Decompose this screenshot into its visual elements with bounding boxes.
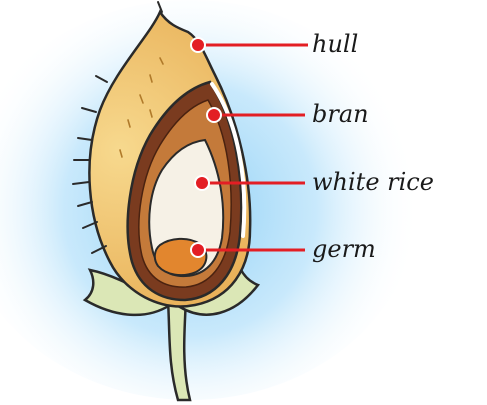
label-bran: bran	[312, 100, 369, 128]
label-white-rice: white rice	[312, 168, 434, 196]
label-hull: hull	[312, 30, 358, 58]
label-germ: germ	[312, 235, 376, 263]
